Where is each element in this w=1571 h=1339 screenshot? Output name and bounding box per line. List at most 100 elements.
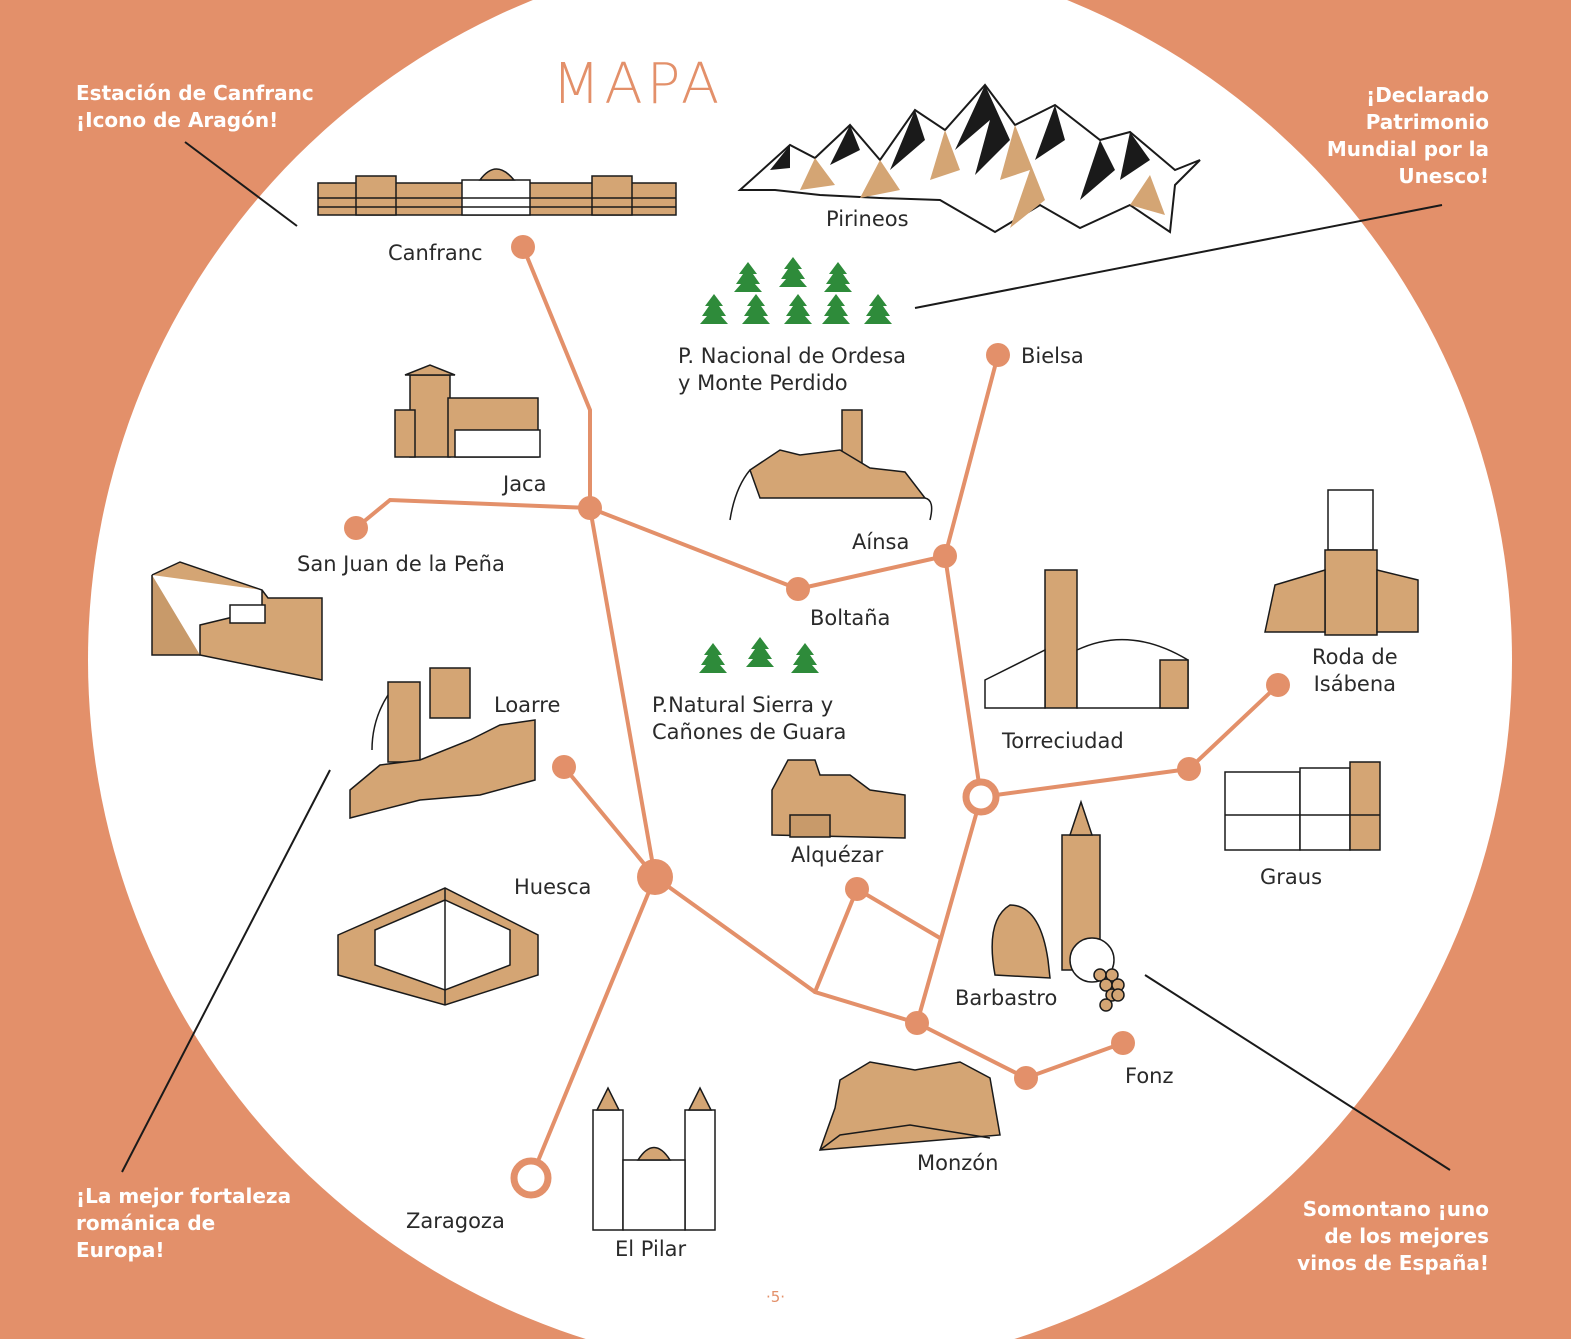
node-jaca	[578, 496, 602, 520]
callout-loarre-line1: ¡La mejor fortaleza	[76, 1184, 292, 1208]
label-loarre: Loarre	[494, 693, 561, 717]
node-monzon-fonz	[1014, 1066, 1038, 1090]
tree-icon	[864, 294, 892, 324]
barbastro-tower-illustration	[991, 799, 1125, 1012]
route-jaca-huesca	[588, 506, 657, 879]
node-monzon	[905, 1011, 929, 1035]
label-jaca: Jaca	[503, 472, 547, 496]
label-ordesa: P. Nacional de Ordesa y Monte Perdido	[678, 343, 906, 397]
tree-icon	[742, 294, 770, 324]
graus-plaza-illustration	[1224, 761, 1381, 851]
label-torreciudad: Torreciudad	[1002, 729, 1124, 753]
label-huesca: Huesca	[514, 875, 592, 899]
callout-somontano-line1: Somontano ¡uno	[1302, 1197, 1489, 1221]
callout-unesco-line2: Patrimonio	[1365, 110, 1489, 134]
huesca-cloister-illustration	[337, 887, 539, 1006]
roda-isabena-church-illustration	[1264, 489, 1419, 636]
tree-icon	[734, 262, 762, 292]
label-guara-line2: Cañones de Guara	[652, 720, 847, 744]
label-boltana: Boltaña	[810, 606, 891, 630]
loarre-castle-illustration	[349, 667, 536, 819]
label-bielsa: Bielsa	[1021, 344, 1084, 368]
canfranc-callout-line	[184, 141, 298, 227]
node-huesca	[637, 859, 673, 895]
map-title: MAPA	[552, 52, 724, 117]
route-barbastro-monzon	[915, 795, 983, 1025]
label-ordesa-line2: y Monte Perdido	[678, 371, 848, 395]
tree-icon	[784, 294, 812, 324]
alquezar-village-illustration	[771, 759, 906, 839]
grape-icon	[1105, 968, 1119, 982]
route-bielsa-ainsa	[943, 353, 1000, 558]
callout-unesco-line1: ¡Declarado	[1366, 83, 1489, 107]
callout-canfranc-line1: Estación de Canfranc	[76, 81, 314, 105]
label-canfranc: Canfranc	[388, 241, 483, 265]
loarre-callout-line	[121, 769, 331, 1173]
node-barbastro	[962, 778, 1000, 816]
torreciudad-sanctuary-illustration	[984, 569, 1189, 709]
label-guara: P.Natural Sierra y Cañones de Guara	[652, 692, 846, 746]
label-guara-line1: P.Natural Sierra y	[652, 693, 834, 717]
route-loarre-huesca	[562, 765, 657, 879]
label-roda: Roda de Isábena	[1312, 644, 1398, 698]
label-barbastro: Barbastro	[955, 986, 1058, 1010]
callout-unesco: ¡Declarado Patrimonio Mundial por la Une…	[1327, 82, 1489, 190]
callout-loarre-line2: románica de	[76, 1211, 216, 1235]
pirineos-mountains-illustration	[737, 83, 1201, 234]
tree-icon	[824, 262, 852, 292]
callout-unesco-line3: Mundial por la	[1326, 137, 1489, 161]
route-nodes	[344, 235, 1290, 1199]
route-canfranc-jaca	[521, 245, 592, 510]
callout-loarre-line3: Europa!	[76, 1238, 165, 1262]
route-huesca-zaragoza	[529, 875, 657, 1180]
jaca-cathedral-illustration	[394, 364, 541, 458]
san-juan-monastery-illustration	[151, 561, 323, 681]
route-alquezar-junction	[813, 887, 859, 994]
tree-icon	[822, 294, 850, 324]
label-zaragoza: Zaragoza	[406, 1209, 505, 1233]
node-san-juan	[344, 516, 368, 540]
tree-icon	[699, 643, 727, 673]
node-loarre	[552, 755, 576, 779]
label-graus: Graus	[1260, 865, 1323, 889]
tree-icon	[779, 257, 807, 287]
grape-icon	[1111, 988, 1125, 1002]
node-ainsa	[933, 544, 957, 568]
callout-canfranc-line2: ¡Icono de Aragón!	[76, 108, 279, 132]
label-roda-line1: Roda de	[1312, 645, 1398, 669]
tree-icon	[700, 294, 728, 324]
route-ainsa-barbastro	[943, 554, 983, 799]
callout-somontano: Somontano ¡uno de los mejores vinos de E…	[1297, 1196, 1489, 1277]
label-pirineos: Pirineos	[826, 207, 909, 231]
ordesa-trees-illustration	[700, 257, 892, 324]
label-el-pilar: El Pilar	[615, 1237, 687, 1261]
label-fonz: Fonz	[1125, 1064, 1174, 1088]
ainsa-village-illustration	[729, 409, 933, 521]
label-monzon: Monzón	[917, 1151, 999, 1175]
label-roda-line2: Isábena	[1313, 672, 1397, 696]
callout-canfranc: Estación de Canfranc ¡Icono de Aragón!	[76, 80, 314, 134]
node-canfranc	[511, 235, 535, 259]
label-ordesa-line1: P. Nacional de Ordesa	[678, 344, 907, 368]
node-fonz	[1111, 1031, 1135, 1055]
route-sanjuan-jaca	[354, 497, 592, 530]
node-roda	[1266, 673, 1290, 697]
page-number: ·5·	[766, 1288, 786, 1306]
node-alquezar	[845, 877, 869, 901]
guara-trees-illustration	[699, 637, 819, 673]
callout-loarre: ¡La mejor fortaleza románica de Europa!	[76, 1183, 291, 1264]
tree-icon	[746, 637, 774, 667]
callout-lines	[121, 141, 1451, 1173]
node-bielsa	[986, 343, 1010, 367]
callout-somontano-line2: de los mejores	[1324, 1224, 1489, 1248]
somontano-callout-line	[1144, 974, 1451, 1171]
ordesa-callout-line	[914, 204, 1443, 309]
node-graus	[1177, 757, 1201, 781]
callout-somontano-line3: vinos de España!	[1297, 1251, 1489, 1275]
grape-icon	[1099, 998, 1113, 1012]
route-alquezar-barbastro	[855, 887, 942, 940]
node-zaragoza	[510, 1157, 552, 1199]
label-alquezar: Alquézar	[791, 843, 884, 867]
